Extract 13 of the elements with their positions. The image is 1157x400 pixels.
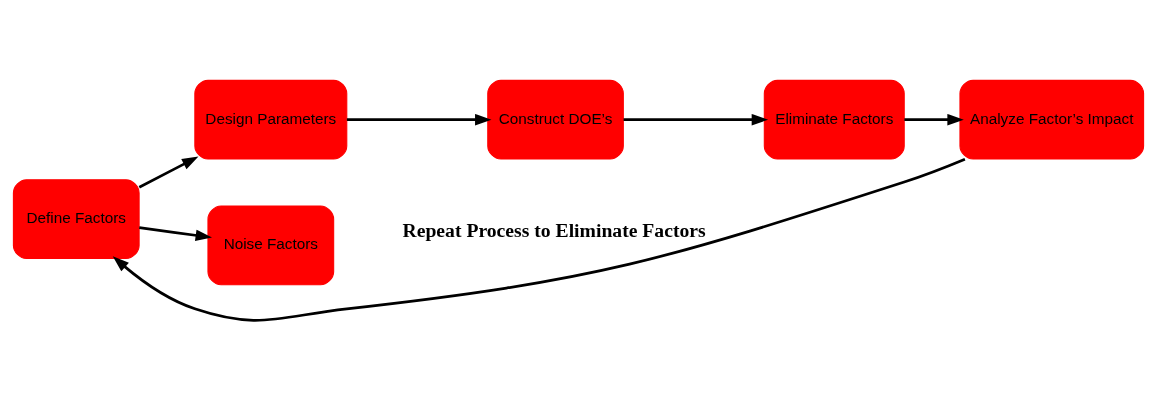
- node-box: Analyze Factor’s Impact: [959, 79, 1145, 160]
- node-box: Design Parameters: [194, 79, 348, 160]
- arrow: [904, 113, 964, 125]
- arrow: [139, 225, 212, 241]
- arrow: [138, 156, 199, 188]
- arrow: [346, 113, 492, 125]
- arrow: [112, 157, 966, 322]
- node-box: Define Factors: [12, 178, 140, 259]
- node-box: Eliminate Factors: [763, 79, 905, 160]
- node-box: Construct DOE’s: [487, 79, 624, 160]
- edge-label: Repeat Process to Eliminate Factors: [402, 218, 706, 241]
- arrow: [623, 113, 769, 125]
- node-box: Noise Factors: [207, 205, 335, 285]
